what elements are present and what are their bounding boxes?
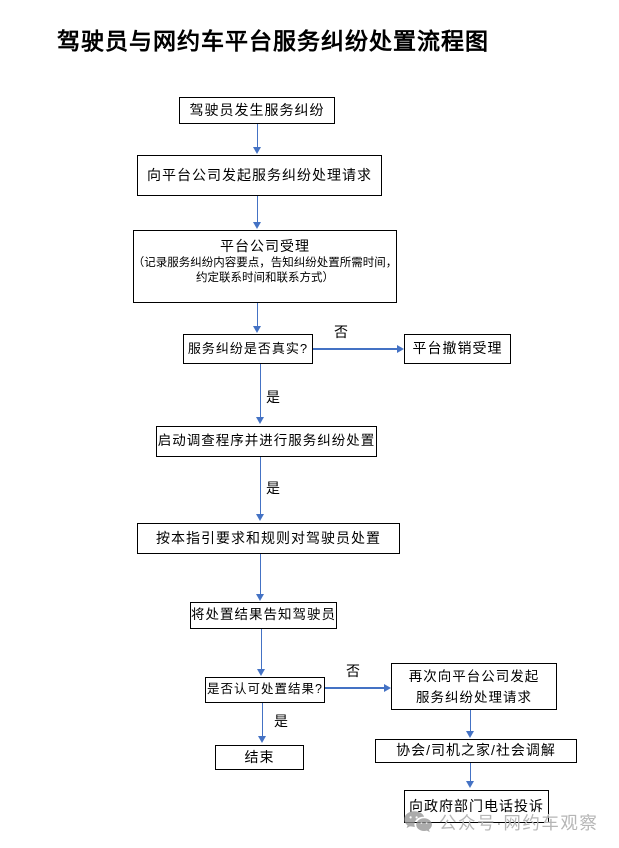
node-complaint-label: 向政府部门电话投诉 — [409, 797, 544, 814]
node-re-request: 再次向平台公司发起 服务纠纷处理请求 — [391, 663, 557, 710]
node-end-label: 结束 — [244, 748, 275, 765]
watermark: 公众号·网约车观察 — [403, 810, 598, 835]
wechat-chat-bubbles-icon — [403, 810, 433, 835]
node-accept-result: 是否认可处置结果? — [205, 677, 325, 703]
node-re-request-line-2: 服务纠纷处理请求 — [416, 689, 532, 705]
edge-label-investigate-yes: 是 — [266, 480, 280, 496]
node-platform-cancel: 平台撤销受理 — [404, 334, 511, 364]
node-is-dispute-real: 服务纠纷是否真实? — [183, 334, 313, 364]
node-dispute-occurs-label: 驾驶员发生服务纠纷 — [189, 101, 325, 118]
page-title: 驾驶员与网约车平台服务纠纷处置流程图 — [57, 28, 489, 54]
node-platform-cancel-label: 平台撤销受理 — [412, 340, 503, 357]
node-start-investigation-label: 启动调查程序并进行服务纠纷处置 — [157, 433, 376, 449]
node-mediation: 协会/司机之家/社会调解 — [375, 739, 577, 763]
node-platform-accept-note-1: （记录服务纠纷内容要点，告知纠纷处置所需时间， — [132, 256, 398, 269]
node-is-dispute-real-label: 服务纠纷是否真实? — [187, 340, 309, 356]
node-platform-accept-title: 平台公司受理 — [220, 238, 310, 254]
node-handle-driver-label: 按本指引要求和规则对驾驶员处置 — [156, 529, 381, 546]
node-end: 结束 — [215, 745, 304, 770]
node-platform-accept-note-2: 约定联系时间和联系方式） — [196, 271, 334, 284]
node-accept-result-label: 是否认可处置结果? — [207, 682, 323, 697]
edge-label-real-yes: 是 — [266, 389, 280, 405]
node-send-request: 向平台公司发起服务纠纷处理请求 — [137, 155, 382, 196]
watermark-text: 公众号·网约车观察 — [439, 813, 599, 833]
node-notify-result: 将处置结果告知驾驶员 — [190, 602, 337, 629]
edge-label-real-no: 否 — [334, 324, 348, 340]
node-handle-driver: 按本指引要求和规则对驾驶员处置 — [137, 523, 400, 554]
node-dispute-occurs: 驾驶员发生服务纠纷 — [179, 97, 335, 124]
node-notify-result-label: 将处置结果告知驾驶员 — [191, 607, 336, 623]
node-send-request-label: 向平台公司发起服务纠纷处理请求 — [147, 166, 372, 183]
node-start-investigation: 启动调查程序并进行服务纠纷处置 — [156, 426, 377, 457]
node-mediation-label: 协会/司机之家/社会调解 — [396, 742, 556, 759]
node-platform-accept: 平台公司受理 （记录服务纠纷内容要点，告知纠纷处置所需时间， 约定联系时间和联系… — [133, 230, 397, 303]
node-re-request-line-1: 再次向平台公司发起 — [408, 668, 540, 684]
node-complaint: 向政府部门电话投诉 — [404, 790, 549, 823]
edge-label-accept-yes: 是 — [274, 713, 288, 729]
edge-label-accept-no: 否 — [346, 663, 360, 679]
